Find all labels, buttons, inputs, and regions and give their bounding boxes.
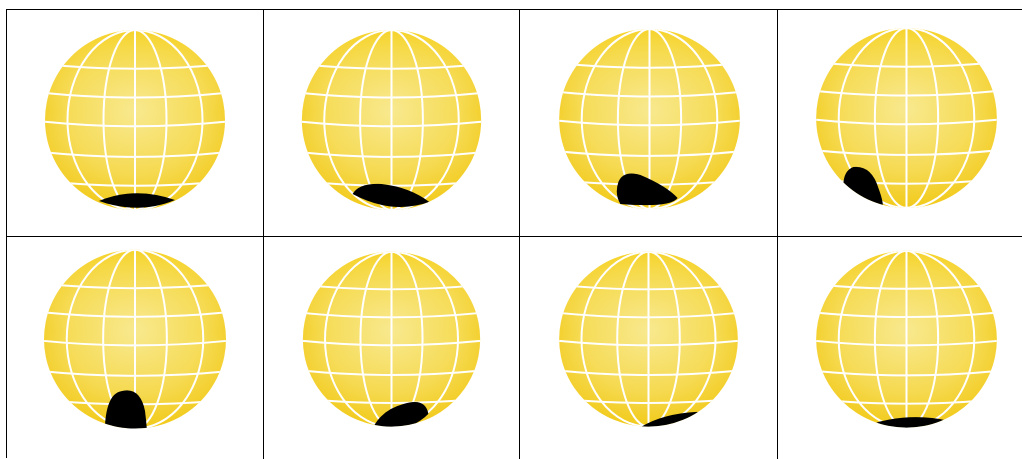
panel-1 [7,10,264,237]
globe-diagram [778,237,1022,459]
panel-6 [264,237,520,459]
globe-diagram [264,10,519,236]
panel-4 [778,10,1022,237]
globe-diagram [520,237,777,459]
panel-7 [520,237,778,459]
globe-diagram [7,10,263,236]
globe-diagram [778,10,1022,236]
globe-diagram [520,10,777,236]
panel-2 [264,10,520,237]
panel-grid [6,9,1022,458]
panel-8 [778,237,1022,459]
globe-diagram [7,237,263,459]
panel-3 [520,10,778,237]
globe-diagram [264,237,519,459]
panel-5 [7,237,264,459]
